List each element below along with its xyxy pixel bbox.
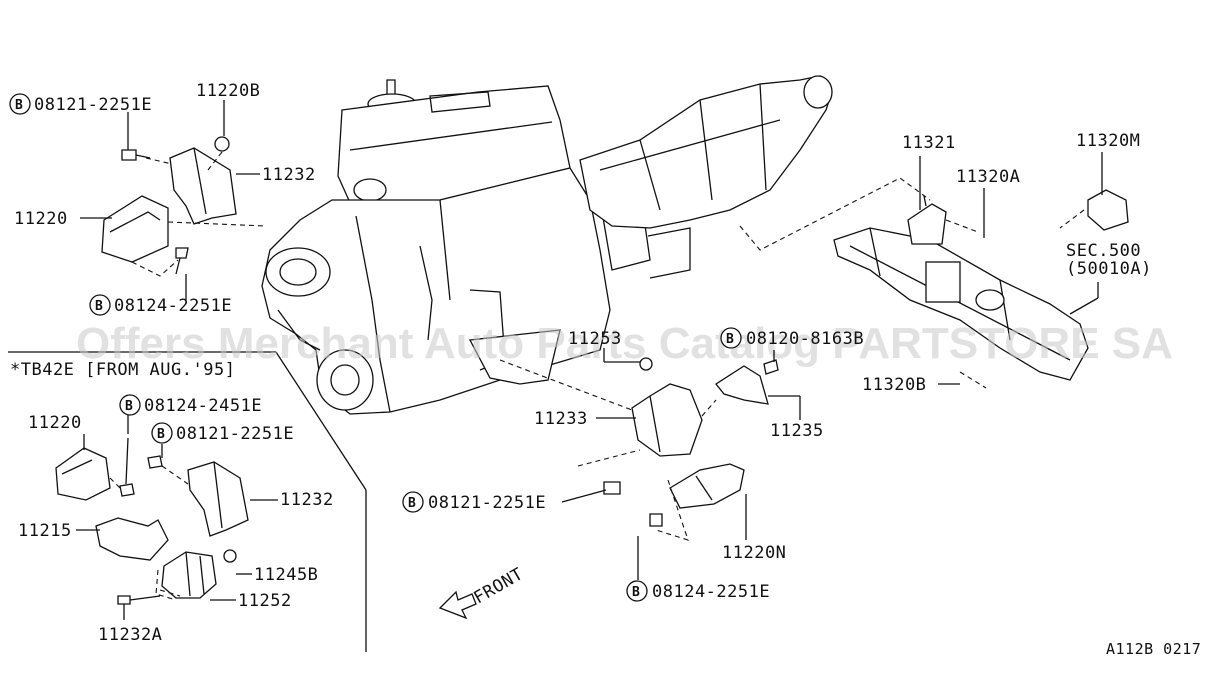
diagram-code: A112B 0217 (1106, 640, 1201, 658)
leader-lines (76, 100, 1103, 620)
label-11220N: 11220N (722, 543, 786, 563)
label-front: FRONT (471, 564, 527, 608)
bolt-symbol-icon: B (402, 491, 424, 513)
label-50010A: (50010A) (1066, 259, 1152, 279)
label-tb42e-note: *TB42E [FROM AUG.'95] (10, 360, 235, 380)
svg-text:B: B (95, 299, 103, 314)
bolt-symbol-icon: B (626, 580, 648, 602)
label-11215: 11215 (18, 521, 72, 541)
svg-text:B: B (15, 98, 23, 113)
label-sec-500: SEC.500 (1066, 241, 1141, 261)
label-11220B: 11220B (196, 81, 260, 101)
label-11252: 11252 (238, 591, 292, 611)
label-11233: 11233 (534, 409, 588, 429)
part-labels: 08121-2251E 11220B 11232 11220 08124-225… (10, 81, 1201, 658)
label-08121-2251E-top: 08121-2251E (34, 95, 152, 115)
svg-text:B: B (157, 427, 165, 442)
bolt-symbol-icon: B (720, 327, 742, 349)
label-11220-inset: 11220 (28, 413, 82, 433)
label-11320M: 11320M (1076, 131, 1140, 151)
label-11232-top: 11232 (262, 165, 316, 185)
svg-text:B: B (632, 585, 640, 600)
bolt-symbol-icon: B (9, 93, 31, 115)
transmission-drawing (579, 75, 833, 229)
bolt-symbols: B B B B B B B (9, 93, 742, 602)
left-mount-drawing (101, 136, 267, 277)
svg-text:B: B (408, 496, 416, 511)
inset-drawing (8, 351, 477, 652)
label-11232-inset: 11232 (280, 490, 334, 510)
bolt-symbol-icon: B (119, 394, 141, 416)
label-08121-2251E-center: 08121-2251E (428, 493, 546, 513)
svg-text:B: B (726, 332, 734, 347)
label-11321: 11321 (902, 133, 956, 153)
watermark: Offers Merchant Auto Parts Catalog PARTS… (76, 319, 1173, 368)
label-11320A: 11320A (956, 167, 1020, 187)
label-11320B: 11320B (862, 375, 926, 395)
label-08124-2251E-left: 08124-2251E (114, 296, 232, 316)
label-08124-2451E: 08124-2451E (144, 396, 262, 416)
label-08121-2251E-inset: 08121-2251E (176, 424, 294, 444)
label-11253: 11253 (568, 329, 622, 349)
label-11232A: 11232A (98, 625, 162, 645)
label-11235: 11235 (770, 421, 824, 441)
right-mount-drawing (499, 177, 1085, 541)
crossmember-drawing (833, 186, 1129, 381)
label-11245B: 11245B (254, 565, 318, 585)
bolt-symbol-icon: B (89, 294, 111, 316)
label-08120-8163B: 08120-8163B (746, 329, 864, 349)
front-arrow-icon (438, 590, 477, 620)
label-11220-top: 11220 (14, 209, 68, 229)
bolt-symbol-icon: B (151, 422, 173, 444)
engine-drawing (261, 79, 691, 415)
svg-text:B: B (125, 399, 133, 414)
label-08124-2251E-right: 08124-2251E (652, 582, 770, 602)
